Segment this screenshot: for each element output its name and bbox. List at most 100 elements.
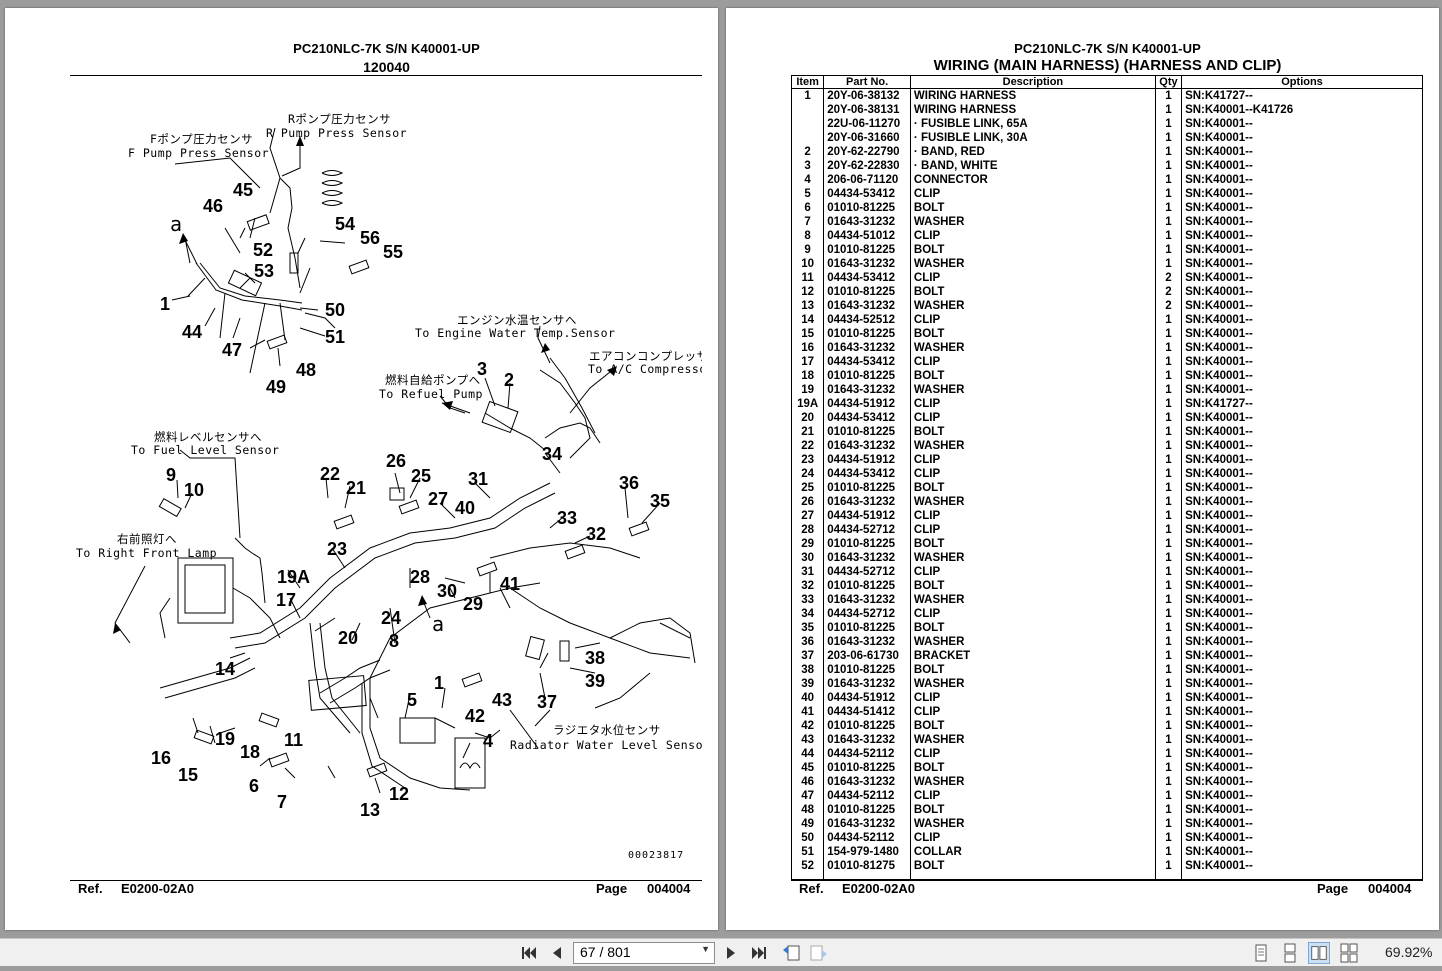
ac-compressor-jp: エアコンコンプレッサへ (589, 349, 702, 363)
cell-qty: 1 (1154, 677, 1183, 691)
cell-qty: 2 (1154, 285, 1183, 299)
prev-page-icon[interactable] (546, 942, 568, 964)
cell-description: CLIP (909, 229, 1156, 243)
left-page: PC210NLC-7K S/N K40001-UP 120040 (5, 8, 718, 930)
cell-part-no: 154-979-1480 (823, 845, 911, 859)
viewer-toolbar: 67 / 801 ▼ 69.92% (0, 938, 1442, 966)
cell-options: SN:K40001-- (1181, 481, 1423, 495)
cell-item: 14 (790, 313, 825, 327)
cell-qty: 1 (1154, 257, 1183, 271)
cell-options: SN:K40001-- (1181, 677, 1423, 691)
cell-description: WASHER (909, 677, 1156, 691)
cell-part-no: 04434-53412 (823, 355, 911, 369)
page-number-select[interactable]: 67 / 801 ▼ (573, 942, 715, 964)
cell-item: 23 (790, 453, 825, 467)
cell-options: SN:K40001-- (1181, 467, 1423, 481)
cell-part-no: 01010-81225 (823, 663, 911, 677)
label-37: 37 (537, 692, 557, 712)
cell-qty: 1 (1154, 817, 1183, 831)
label-1a: 1 (160, 294, 170, 314)
cell-part-no: 01010-81225 (823, 761, 911, 775)
cell-qty: 1 (1154, 411, 1183, 425)
cell-qty: 1 (1154, 481, 1183, 495)
cell-options: SN:K40001-- (1181, 607, 1423, 621)
continuous-facing-view-icon[interactable] (1338, 942, 1360, 964)
cell-options: SN:K40001-- (1181, 425, 1423, 439)
cell-item: 50 (790, 831, 825, 845)
cell-item: 6 (790, 201, 825, 215)
cell-item: 51 (790, 845, 825, 859)
refuel-pump-en: To Refuel Pump (379, 387, 483, 401)
cell-qty: 1 (1154, 859, 1183, 873)
first-page-icon[interactable] (518, 942, 540, 964)
cell-part-no: 01643-31232 (823, 551, 911, 565)
label-42: 42 (465, 706, 485, 726)
label-32: 32 (586, 524, 606, 544)
cell-part-no: 04434-52512 (823, 313, 911, 327)
page-indicator: 67 / 801 (580, 944, 631, 960)
label-27: 27 (428, 489, 448, 509)
cell-description: · FUSIBLE LINK, 65A (909, 117, 1156, 131)
next-view-icon[interactable] (808, 942, 830, 964)
last-page-icon[interactable] (748, 942, 770, 964)
refuel-pump-jp: 燃料自給ポンプへ (385, 373, 481, 387)
cell-item: 35 (790, 621, 825, 635)
cell-part-no: 20Y-62-22830 (823, 159, 911, 173)
left-header-rule (70, 75, 702, 76)
filler-cell (823, 873, 911, 880)
cell-description: WASHER (909, 635, 1156, 649)
cell-qty: 1 (1154, 313, 1183, 327)
continuous-view-icon[interactable] (1279, 942, 1301, 964)
label-5: 5 (407, 690, 417, 710)
label-52: 52 (253, 240, 273, 260)
cell-description: CLIP (909, 509, 1156, 523)
cell-item: 10 (790, 257, 825, 271)
cell-qty: 1 (1154, 579, 1183, 593)
facing-view-icon[interactable] (1308, 942, 1330, 964)
left-footer-ref-label: Ref. (78, 881, 103, 896)
filler-cell (909, 873, 1156, 880)
label-30: 30 (437, 581, 457, 601)
cell-qty: 1 (1154, 453, 1183, 467)
cell-description: CLIP (909, 747, 1156, 761)
zoom-level[interactable]: 69.92% (1385, 944, 1433, 960)
cell-item: 30 (790, 551, 825, 565)
cell-qty: 1 (1154, 103, 1183, 117)
label-55: 55 (383, 242, 403, 262)
cell-item: 5 (790, 187, 825, 201)
cell-item: 46 (790, 775, 825, 789)
prev-view-icon[interactable] (780, 942, 802, 964)
cell-qty: 1 (1154, 845, 1183, 859)
fuel-level-en: To Fuel Level Sensor (131, 443, 279, 457)
cell-description: CLIP (909, 313, 1156, 327)
next-page-icon[interactable] (720, 942, 742, 964)
label-20: 20 (338, 628, 358, 648)
cell-description: WASHER (909, 215, 1156, 229)
label-48: 48 (296, 360, 316, 380)
ac-compressor-en: To A/C Compressor (588, 362, 702, 376)
cell-options: SN:K40001-- (1181, 327, 1423, 341)
cell-options: SN:K40001-- (1181, 831, 1423, 845)
cell-item: 9 (790, 243, 825, 257)
single-page-view-icon[interactable] (1250, 942, 1272, 964)
cell-options: SN:K40001-- (1181, 383, 1423, 397)
cell-part-no: 01643-31232 (823, 383, 911, 397)
cell-item: 2 (790, 145, 825, 159)
cell-description: BOLT (909, 285, 1156, 299)
cell-options: SN:K40001-- (1181, 705, 1423, 719)
cell-item: 15 (790, 327, 825, 341)
cell-options: SN:K40001-- (1181, 271, 1423, 285)
cell-part-no: 01643-31232 (823, 215, 911, 229)
